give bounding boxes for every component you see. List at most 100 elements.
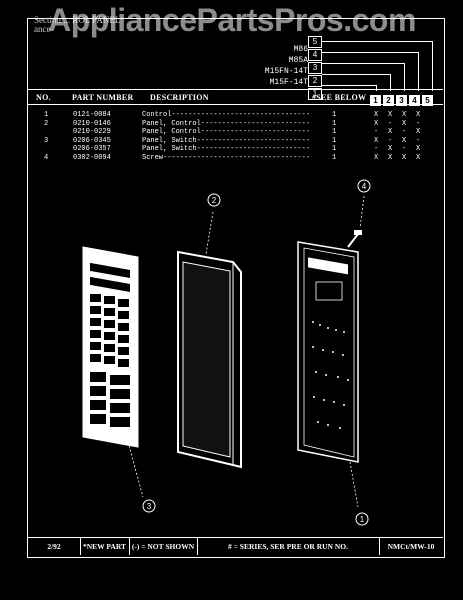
parts-table: 1 0121-0084 Control---------------------… [36, 111, 436, 162]
row-qty: 1 [332, 136, 337, 145]
ladder-vline-3 [404, 63, 405, 91]
model-m15fn: M15FN-14T [264, 67, 308, 76]
row-series-4: X [416, 153, 421, 162]
row-description: Screw----------------------------------- [142, 153, 311, 162]
row-series-4: - [416, 136, 421, 145]
table-row: 2 0210-0146 Panel, Control--------------… [36, 120, 436, 129]
row-no: 1 [44, 111, 49, 119]
row-series-1: X [374, 119, 379, 128]
ladder-box-4: 4 [308, 49, 322, 61]
series-box-5: 5 [422, 95, 433, 106]
row-series-3: X [402, 136, 407, 145]
row-series-2: X [388, 153, 393, 162]
row-part-number: 0121-0084 [73, 111, 111, 119]
callout-4: 4 [357, 179, 371, 193]
footer-new-part: *NEW PART [80, 538, 130, 555]
row-series-4: - [416, 119, 421, 128]
row-series-2: X [388, 111, 393, 119]
callout-3: 3 [142, 499, 156, 513]
model-m85a: M85A [288, 56, 308, 65]
row-series-3: - [402, 145, 407, 153]
callout-3-label: 3 [147, 502, 152, 511]
model-ladder: 5 4 3 2 1 [308, 36, 322, 101]
row-qty: 1 [332, 111, 337, 119]
row-no: 4 [44, 153, 49, 162]
ladder-box-2: 2 [308, 75, 322, 87]
section-title-line-1: Section ... ROL PANEL [34, 15, 121, 25]
ladder-box-1: 1 [308, 88, 322, 100]
section-title-line-2: ance [34, 24, 51, 34]
row-qty: 1 [332, 145, 337, 153]
page-frame [27, 18, 445, 558]
footer-series-note: # = SERIES, SER PRE OR RUN NO. [197, 538, 380, 555]
row-series-4: X [416, 111, 421, 119]
row-series-3: - [402, 128, 407, 136]
col-head-see-below: #SEE BELOW [312, 93, 367, 102]
table-row: 1 0121-0084 Control---------------------… [36, 111, 436, 120]
footer-not-shown: (-) = NOT SHOWN [129, 538, 198, 555]
ladder-vline-2 [390, 74, 391, 91]
series-box-2: 2 [383, 95, 394, 106]
ladder-line-3 [322, 63, 404, 64]
series-box-3: 3 [396, 95, 407, 106]
row-series-1: X [374, 136, 379, 145]
row-series-1: X [374, 111, 379, 119]
control-panel-frame [177, 211, 242, 469]
table-row: 4 0302-0094 Screw-----------------------… [36, 154, 436, 163]
row-description: Panel, Switch--------------------------- [142, 136, 311, 145]
header-rule-bottom [28, 104, 443, 105]
row-series-2: - [388, 119, 393, 128]
model-list: M86 M85A M15FN-14T M15F-14T [228, 44, 308, 88]
control-board [297, 241, 359, 508]
row-series-1: - [374, 145, 379, 153]
row-part-number: 0210-0229 [73, 128, 111, 136]
row-series-2: - [388, 136, 393, 145]
header-rule-top [28, 89, 443, 90]
col-head-description: DESCRIPTION [150, 93, 209, 102]
model-m15f: M15F-14T [269, 78, 308, 87]
ladder-line-4 [322, 52, 418, 53]
row-no: 3 [44, 136, 49, 145]
ladder-line-1 [322, 85, 376, 86]
section-title: Section ... ROL PANEL ance [34, 16, 120, 34]
row-part-number: 0206-0345 [73, 136, 111, 145]
switch-panel-overlay [82, 246, 144, 498]
table-row: 3 0206-0345 Panel, Switch---------------… [36, 137, 436, 146]
row-qty: 1 [332, 119, 337, 128]
screw [347, 195, 365, 248]
ladder-vline-1 [376, 85, 377, 91]
callout-2-label: 2 [212, 196, 217, 205]
col-head-part-number: PART NUMBER [72, 93, 134, 102]
col-head-no: NO. [36, 93, 51, 102]
ladder-vline-5 [432, 41, 433, 91]
row-description: Panel, Control-------------------------- [142, 128, 311, 136]
row-no: 2 [44, 119, 49, 128]
row-series-1: X [374, 153, 379, 162]
row-part-number: 0206-0357 [73, 145, 111, 153]
table-row: 0210-0229 Panel, Control----------------… [36, 128, 436, 137]
row-series-2: X [388, 128, 393, 136]
row-series-3: X [402, 153, 407, 162]
ladder-box-3: 3 [308, 62, 322, 74]
row-part-number: 0210-0146 [73, 119, 111, 128]
ladder-line-5 [322, 41, 432, 42]
footer: 2/92 *NEW PART (-) = NOT SHOWN # = SERIE… [28, 538, 443, 555]
row-qty: 1 [332, 153, 337, 162]
row-description: Panel, Switch--------------------------- [142, 145, 311, 153]
row-series-3: X [402, 111, 407, 119]
footer-date: 2/92 [28, 538, 81, 555]
footer-code: NMCt/MW-10 [387, 542, 435, 551]
series-box-4: 4 [409, 95, 420, 106]
row-series-4: X [416, 145, 421, 153]
ladder-vline-4 [418, 52, 419, 91]
table-row: 0206-0357 Panel, Switch-----------------… [36, 145, 436, 154]
footer-rule [28, 537, 443, 538]
series-box-1: 1 [370, 95, 381, 106]
exploded-view-drawing: 1 2 3 4 [82, 179, 371, 526]
row-series-4: X [416, 128, 421, 136]
row-series-1: - [374, 128, 379, 136]
row-description: Panel, Control-------------------------- [142, 119, 311, 128]
callout-2: 2 [207, 193, 221, 207]
